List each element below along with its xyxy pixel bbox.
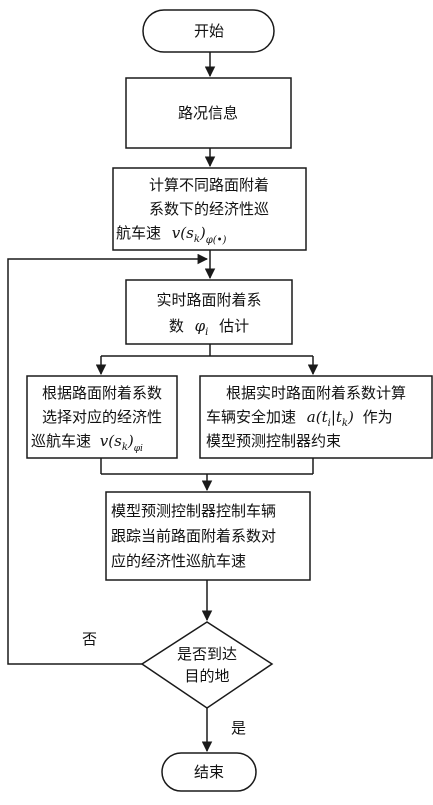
node-mpc: 模型预测控制器控制车辆 跟踪当前路面附着系数对 应的经济性巡航车速 [105, 491, 311, 581]
select-text-line2: 选择对应的经济性 [42, 408, 162, 426]
estimate-symbol-sub: i [205, 327, 208, 338]
estimate-text-line2: 数 φi 估计 [169, 317, 249, 339]
edge-label-yes: 是 [231, 719, 246, 737]
node-compute: 计算不同路面附着 系数下的经济性巡 航车速 v(sk)φ(•) [112, 167, 307, 251]
estimate-text-line2-head: 数 [169, 317, 184, 335]
mpc-text-line3: 应的经济性巡航车速 [111, 552, 246, 570]
end-label: 结束 [194, 763, 224, 781]
select-formula-tail: ) [127, 432, 134, 450]
accel-text-line3: 模型预测控制器约束 [206, 432, 341, 450]
accel-text-line2-head: 车辆安全加速 [206, 408, 296, 426]
accel-box [199, 375, 433, 459]
estimate-symbol: φ [195, 317, 206, 335]
mpc-text-line2: 跟踪当前路面附着系数对 [111, 527, 276, 545]
start-terminal-shape [142, 9, 275, 53]
edge-decision-no-loop [7, 253, 209, 665]
compute-formula-tail: ) [199, 224, 206, 242]
accel-formula-k: k [342, 418, 348, 429]
node-select: 根据路面附着系数 选择对应的经济性 巡航车速 v(sk)φi [26, 375, 178, 459]
estimate-text-line1: 实时路面附着系 [156, 291, 261, 309]
compute-formula-sub: φ(•) [206, 235, 227, 246]
decision-text-line2: 目的地 [184, 667, 229, 685]
estimate-text-line2-tail: 估计 [219, 317, 249, 335]
edge-label-no: 否 [82, 630, 97, 648]
select-text-line3: 巡航车速 v(sk)φi [31, 432, 143, 454]
decision-diamond [140, 621, 274, 709]
compute-text-line2: 系数下的经济性巡 [149, 200, 269, 218]
compute-formula-k: k [194, 234, 200, 245]
compute-text-line3: 航车速 v(sk)φ(•) [116, 224, 227, 246]
road-info-box [125, 77, 292, 149]
accel-text-line2-tail: 作为 [363, 408, 393, 426]
road-info-label: 路况信息 [178, 104, 238, 122]
decision-text-line1: 是否到达 [177, 645, 237, 663]
node-end: 结束 [161, 752, 257, 792]
start-label: 开始 [194, 22, 224, 40]
node-start: 开始 [142, 9, 275, 53]
select-box [26, 375, 178, 459]
select-formula: v(s [100, 432, 122, 450]
end-terminal-shape [161, 752, 257, 792]
compute-formula: v(s [172, 224, 194, 242]
compute-text-line3-chars: 航车速 [116, 224, 161, 242]
accel-formula-tail: ) [347, 408, 354, 426]
edges [7, 52, 319, 753]
mpc-box [105, 491, 311, 581]
select-formula-k: k [122, 442, 128, 453]
compute-box [112, 167, 307, 251]
accel-formula: a(t [307, 408, 329, 426]
select-text-line3-chars: 巡航车速 [31, 432, 91, 450]
accel-formula-mid: |t [331, 408, 343, 426]
node-estimate: 实时路面附着系 数 φi 估计 [125, 279, 293, 345]
compute-text-line1: 计算不同路面附着 [149, 176, 269, 194]
mpc-text-line1: 模型预测控制器控制车辆 [111, 502, 276, 520]
estimate-box [125, 279, 293, 345]
accel-formula-i: i [328, 418, 331, 429]
select-formula-sub: φi [134, 444, 143, 454]
accel-text-line1: 根据实时路面附着系数计算 [226, 384, 406, 402]
node-decision: 是否到达 目的地 [140, 621, 274, 709]
node-accel: 根据实时路面附着系数计算 车辆安全加速 a(ti|tk) 作为 模型预测控制器约… [199, 375, 433, 459]
accel-text-line2: 车辆安全加速 a(ti|tk) 作为 [206, 408, 393, 429]
node-road-info: 路况信息 [125, 77, 292, 149]
select-text-line1: 根据路面附着系数 [42, 384, 162, 402]
